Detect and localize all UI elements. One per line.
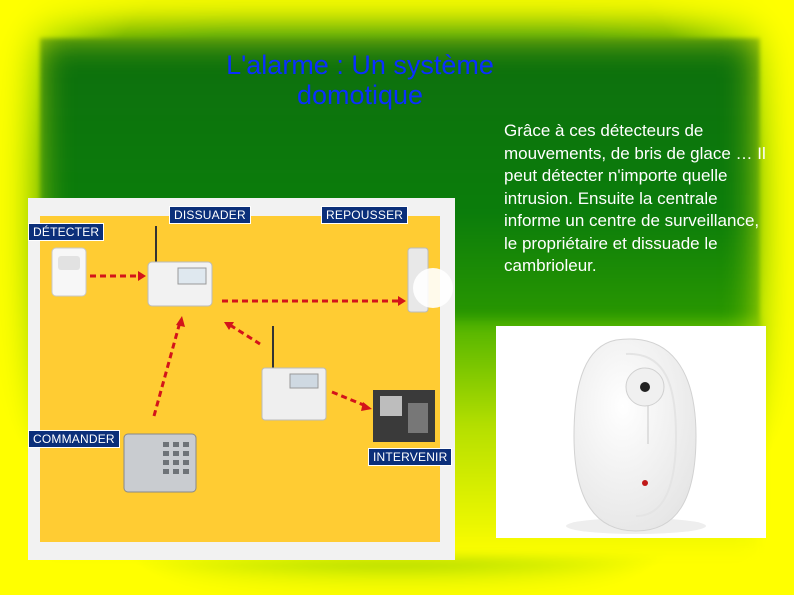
title-line-2: domotique — [170, 80, 550, 110]
siren-icon — [408, 248, 453, 312]
diagram-artwork — [28, 198, 455, 560]
signal-arrows — [90, 271, 406, 416]
detector-photo — [496, 326, 766, 538]
arrow-keypad-to-unit — [154, 322, 180, 416]
arrow-transmitter-to-intervene — [332, 392, 366, 406]
glass-break-detector-icon — [496, 326, 766, 538]
arrow-transmitter-to-unit — [230, 325, 260, 344]
intervention-photo-icon — [373, 390, 435, 442]
motion-detector-icon — [52, 248, 86, 296]
slide-title: L'alarme : Un système domotique — [170, 50, 550, 110]
keypad-icon — [124, 434, 196, 492]
title-line-1: L'alarme : Un système — [170, 50, 550, 80]
control-unit-icon — [148, 226, 212, 306]
slide-body-text: Grâce à ces détecteurs de mouvements, de… — [504, 120, 766, 278]
alarm-diagram: DÉTECTER DISSUADER REPOUSSER COMMANDER I… — [28, 198, 455, 560]
transmitter-icon — [262, 326, 326, 420]
